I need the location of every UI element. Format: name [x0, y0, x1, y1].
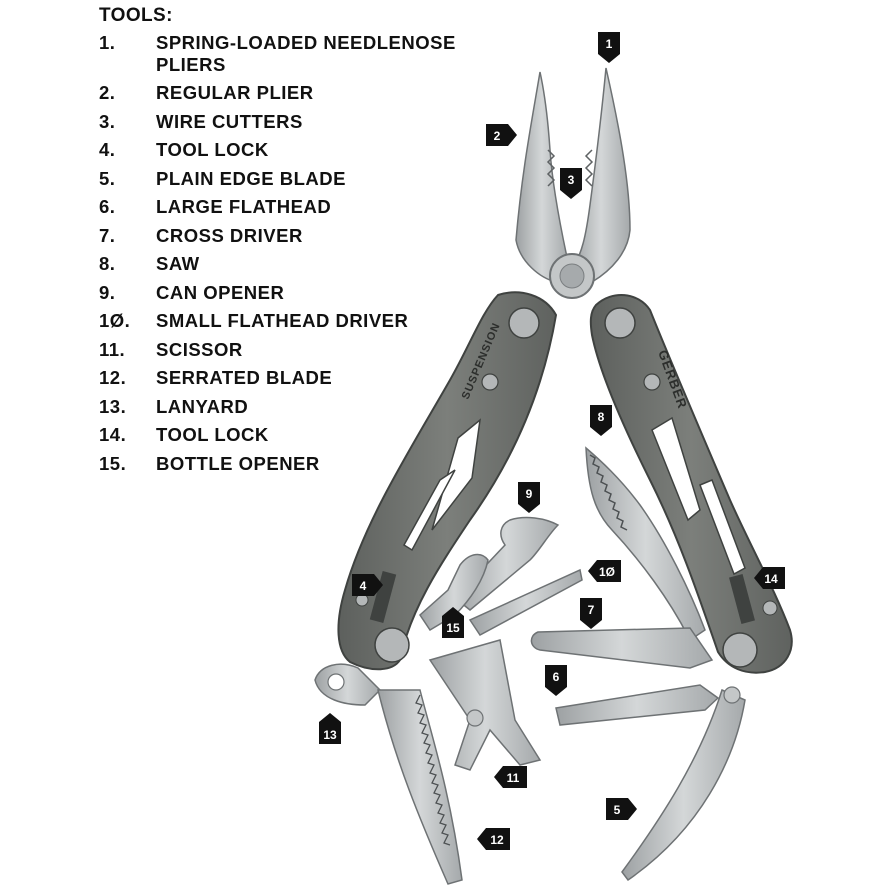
legend-item-number: 11.: [99, 338, 126, 360]
svg-text:14: 14: [764, 572, 778, 586]
svg-text:1: 1: [606, 37, 613, 51]
left-handle-screw-top: [508, 307, 540, 339]
svg-text:13: 13: [323, 728, 337, 742]
plain-edge-blade: [621, 688, 746, 882]
legend-item-name: CAN OPENER: [156, 281, 285, 303]
legend-item-name: LANYARD: [156, 395, 249, 417]
legend-item: 4. TOOL LOCK: [99, 136, 479, 165]
legend-item: 14. TOOL LOCK: [99, 421, 479, 450]
legend-item: 11. SCISSOR: [99, 336, 479, 365]
plier-jaws: [515, 67, 631, 299]
callout-15: 15: [442, 607, 464, 638]
legend-item-number: 1.: [99, 32, 116, 53]
legend-item: 2. REGULAR PLIER: [99, 79, 479, 108]
large-flathead: [555, 684, 720, 726]
callout-4: 4: [352, 574, 383, 596]
left-handle-screw-bottom: [374, 627, 410, 663]
legend-item: 1Ø. SMALL FLATHEAD DRIVER: [99, 307, 479, 336]
callout-12: 12: [477, 828, 510, 850]
callout-9: 9: [518, 482, 540, 513]
cross-driver: [530, 627, 714, 669]
legend-item-name: WIRE CUTTERS: [156, 110, 303, 132]
callout-14: 14: [754, 567, 785, 589]
svg-text:7: 7: [588, 603, 595, 617]
svg-text:6: 6: [553, 670, 560, 684]
legend-item-number: 5.: [99, 167, 116, 189]
tools-legend: TOOLS: 1. SPRING-LOADED NEEDLENOSE PLIER…: [99, 2, 479, 478]
callouts: 1 2 3 4 5 6 7 8: [319, 32, 785, 850]
can-opener: [453, 516, 560, 611]
legend-item-name: REGULAR PLIER: [156, 82, 314, 103]
legend-item: 15. BOTTLE OPENER: [99, 450, 479, 479]
svg-text:2: 2: [494, 129, 501, 143]
legend-item-number: 3.: [99, 110, 116, 132]
legend-item-number: 15.: [99, 452, 127, 474]
legend-item-number: 7.: [99, 224, 116, 246]
serrated-blade: [377, 689, 463, 885]
right-handle: GERBER: [589, 293, 793, 674]
legend-item-number: 4.: [99, 139, 116, 160]
callout-10: 1Ø: [588, 560, 621, 582]
legend-item-number: 2.: [99, 82, 116, 103]
scissor: [428, 639, 542, 771]
legend-item-name: TOOL LOCK: [156, 424, 269, 445]
small-flathead-driver: [468, 568, 583, 636]
legend-item: 8. SAW: [99, 250, 479, 279]
svg-text:5: 5: [614, 803, 621, 817]
right-tool-cluster: [530, 627, 746, 882]
legend-item-number: 14.: [99, 424, 127, 445]
legend-item: 6. LARGE FLATHEAD: [99, 193, 479, 222]
callout-6: 6: [545, 665, 567, 696]
legend-item-name: TOOL LOCK: [156, 139, 269, 160]
left-tool-cluster: [314, 516, 583, 885]
callout-11: 11: [494, 766, 527, 788]
legend-item-number: 12.: [99, 367, 127, 388]
callout-2: 2: [486, 124, 517, 146]
svg-text:4: 4: [360, 579, 367, 593]
legend-item: 12. SERRATED BLADE: [99, 364, 479, 393]
right-handle-screw-bottom: [722, 632, 758, 668]
lanyard-ring: [314, 663, 382, 706]
callout-13: 13: [319, 713, 341, 744]
callout-3: 3: [560, 168, 582, 199]
svg-text:3: 3: [568, 173, 575, 187]
legend-item-number: 8.: [99, 253, 116, 274]
svg-text:11: 11: [507, 771, 520, 785]
legend-item-name: LARGE FLATHEAD: [156, 196, 332, 217]
legend-item: 5. PLAIN EDGE BLADE: [99, 165, 479, 194]
legend-item-number: 1Ø.: [99, 310, 131, 331]
legend-item-number: 6.: [99, 196, 116, 217]
legend-item: 1. SPRING-LOADED NEEDLENOSE PLIERS: [99, 29, 479, 79]
callout-5: 5: [606, 798, 637, 820]
legend-item-name: SCISSOR: [156, 338, 243, 360]
legend-item-name: SERRATED BLADE: [156, 367, 333, 388]
svg-text:15: 15: [446, 621, 460, 635]
legend-item: 13. LANYARD: [99, 393, 479, 422]
callout-1: 1: [598, 32, 620, 63]
svg-text:8: 8: [598, 410, 605, 424]
callout-8: 8: [590, 405, 612, 436]
left-handle: SUSPENSION: [337, 291, 558, 671]
svg-text:1Ø: 1Ø: [599, 565, 615, 579]
legend-item-name: PLAIN EDGE BLADE: [156, 167, 346, 189]
legend-item: 3. WIRE CUTTERS: [99, 108, 479, 137]
legend-item-name: CROSS DRIVER: [156, 224, 303, 246]
svg-text:12: 12: [490, 833, 504, 847]
legend-title: TOOLS:: [99, 5, 173, 26]
legend-item-name: BOTTLE OPENER: [156, 452, 320, 474]
callout-7: 7: [580, 598, 602, 629]
legend-item-name: SMALL FLATHEAD DRIVER: [156, 310, 409, 331]
jaw-serrations: [546, 149, 594, 187]
legend-item-name: SPRING-LOADED NEEDLENOSE PLIERS: [156, 32, 456, 75]
legend-item-name: SAW: [156, 253, 200, 274]
legend-item-number: 9.: [99, 281, 116, 303]
legend-item: 7. CROSS DRIVER: [99, 222, 479, 251]
right-handle-screw-top: [604, 307, 636, 339]
legend-item: 9. CAN OPENER: [99, 279, 479, 308]
legend-item-number: 13.: [99, 395, 127, 417]
svg-text:9: 9: [526, 487, 533, 501]
